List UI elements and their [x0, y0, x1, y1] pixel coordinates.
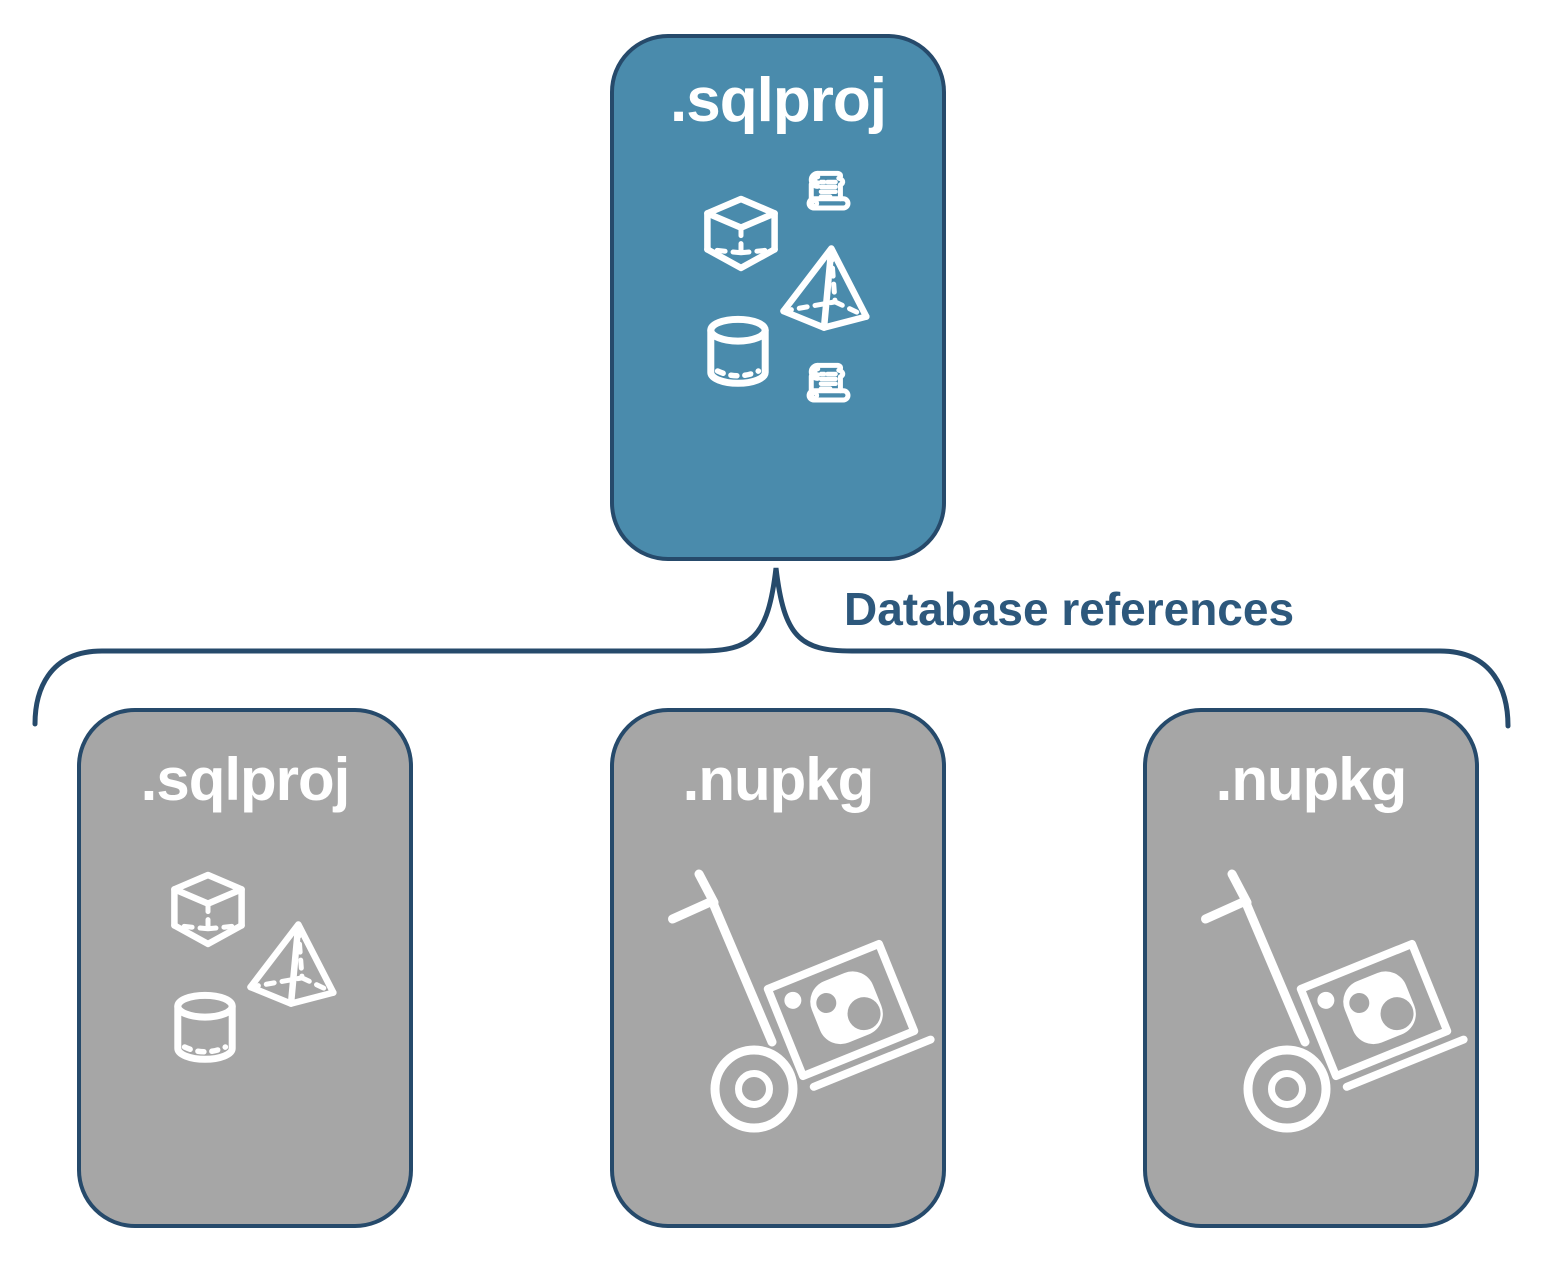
pyramid-icon [241, 919, 341, 1011]
root-card-title: .sqlproj [670, 66, 887, 135]
root-sqlproj-card: .sqlproj [610, 34, 946, 561]
child-card-title: .sqlproj [140, 746, 351, 813]
connector-label: Database references [844, 583, 1295, 635]
script-scroll-icon [801, 362, 855, 412]
script-scroll-icon [801, 170, 855, 220]
child-card-title: .nupkg [682, 746, 875, 813]
child-sqlproj-card: .sqlproj [77, 708, 413, 1228]
nuget-package-trolley-icon [659, 859, 949, 1149]
pyramid-icon [774, 243, 874, 335]
cylinder-icon [704, 312, 772, 392]
cylinder-icon [171, 988, 239, 1068]
child-card-title: .nupkg [1215, 746, 1408, 813]
cube-icon [165, 870, 251, 954]
child-nupkg-card: .nupkg [1143, 708, 1479, 1228]
child-nupkg-card: .nupkg [610, 708, 946, 1228]
cube-icon [698, 194, 784, 278]
nuget-package-trolley-icon [1192, 859, 1482, 1149]
